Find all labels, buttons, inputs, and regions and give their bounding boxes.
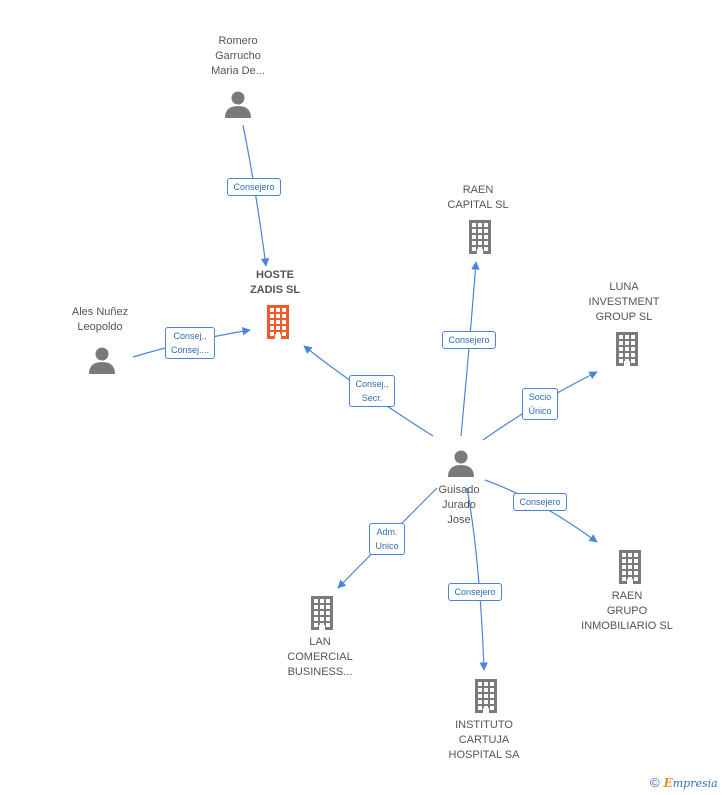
node-label-line: GROUP SL	[595, 311, 653, 323]
node-label-line: LAN	[309, 636, 331, 648]
node-label-line: Leopoldo	[77, 321, 123, 333]
node-label-line: HOSTE	[256, 269, 294, 281]
edge-label-line: Adm.	[376, 527, 398, 537]
node-label-lan[interactable]: LAN COMERCIAL BUSINESS...	[265, 635, 375, 680]
brand-initial: E	[663, 776, 673, 790]
brand-name: mpresia	[672, 777, 718, 790]
edge-label-line: Consej.,	[173, 331, 207, 341]
node-label-line: Guisado	[438, 484, 480, 496]
building-icon[interactable]	[615, 549, 645, 590]
node-label-line: Jose	[447, 514, 471, 526]
edge-label-romero-to-hoste[interactable]: Consejero	[227, 178, 281, 196]
node-label-line: LUNA	[609, 281, 639, 293]
node-label-hoste[interactable]: HOSTE ZADIS SL	[225, 268, 325, 298]
node-label-line: BUSINESS...	[287, 666, 353, 678]
edge-guisado-to-raen_capital	[460, 261, 480, 437]
node-label-line: CAPITAL SL	[447, 199, 509, 211]
edge-label-line: Consejero	[519, 497, 561, 507]
edge-label-line: Consejero	[454, 587, 496, 597]
node-label-line: Garrucho	[215, 50, 261, 62]
footer-brand: ©Empresia	[650, 775, 718, 790]
person-icon[interactable]	[223, 89, 253, 124]
node-label-line: Romero	[218, 35, 258, 47]
edge-label-line: Consej.,	[355, 379, 389, 389]
node-label-raen_grupo[interactable]: RAEN GRUPO INMOBILIARIO SL	[567, 589, 687, 634]
building-icon[interactable]	[465, 219, 495, 260]
edge-label-line: Consejero	[448, 335, 490, 345]
edge-label-guisado-to-raen_grupo[interactable]: Consejero	[513, 493, 567, 511]
node-label-line: RAEN	[611, 590, 643, 602]
node-label-line: COMERCIAL	[287, 651, 353, 663]
edge-guisado-to-instituto	[466, 487, 488, 671]
copyright-symbol: ©	[650, 775, 660, 790]
node-label-line: ZADIS SL	[249, 284, 301, 296]
edge-label-line: Consej....	[170, 345, 210, 355]
building-icon[interactable]	[307, 595, 337, 636]
node-label-luna[interactable]: LUNA INVESTMENT GROUP SL	[569, 280, 679, 325]
person-icon[interactable]	[446, 448, 476, 483]
edge-label-line: Unico	[375, 541, 399, 551]
edge-label-line: Socio	[528, 392, 552, 402]
node-label-line: Maria De...	[211, 65, 265, 77]
edge-label-line: Secr.	[361, 393, 383, 403]
building-icon[interactable]	[612, 331, 642, 372]
edge-label-line: Consejero	[233, 182, 275, 192]
edge-label-guisado-to-lan[interactable]: Adm. Unico	[369, 523, 405, 555]
node-label-line: Ales Nuñez	[71, 306, 129, 318]
edge-label-line: Único	[528, 406, 552, 416]
node-label-line: RAEN	[462, 184, 494, 196]
building-icon[interactable]	[471, 678, 501, 719]
node-label-line: GRUPO	[606, 605, 648, 617]
node-label-line: CARTUJA	[458, 734, 510, 746]
node-label-line: Jurado	[442, 499, 476, 511]
node-label-line: INMOBILIARIO SL	[581, 620, 673, 632]
node-label-line: INSTITUTO	[455, 719, 513, 731]
node-label-raen_capital[interactable]: RAEN CAPITAL SL	[428, 183, 528, 213]
building-icon[interactable]	[263, 304, 293, 345]
edge-label-guisado-to-hoste[interactable]: Consej., Secr.	[349, 375, 395, 407]
edge-label-guisado-to-instituto[interactable]: Consejero	[448, 583, 502, 601]
node-label-line: HOSPITAL SA	[448, 749, 520, 761]
node-label-instituto[interactable]: INSTITUTO CARTUJA HOSPITAL SA	[429, 718, 539, 763]
edge-label-ales-to-hoste[interactable]: Consej., Consej....	[164, 327, 216, 359]
edge-label-guisado-to-raen_capital[interactable]: Consejero	[442, 331, 496, 349]
node-label-line: INVESTMENT	[588, 296, 660, 308]
person-icon[interactable]	[87, 345, 117, 380]
